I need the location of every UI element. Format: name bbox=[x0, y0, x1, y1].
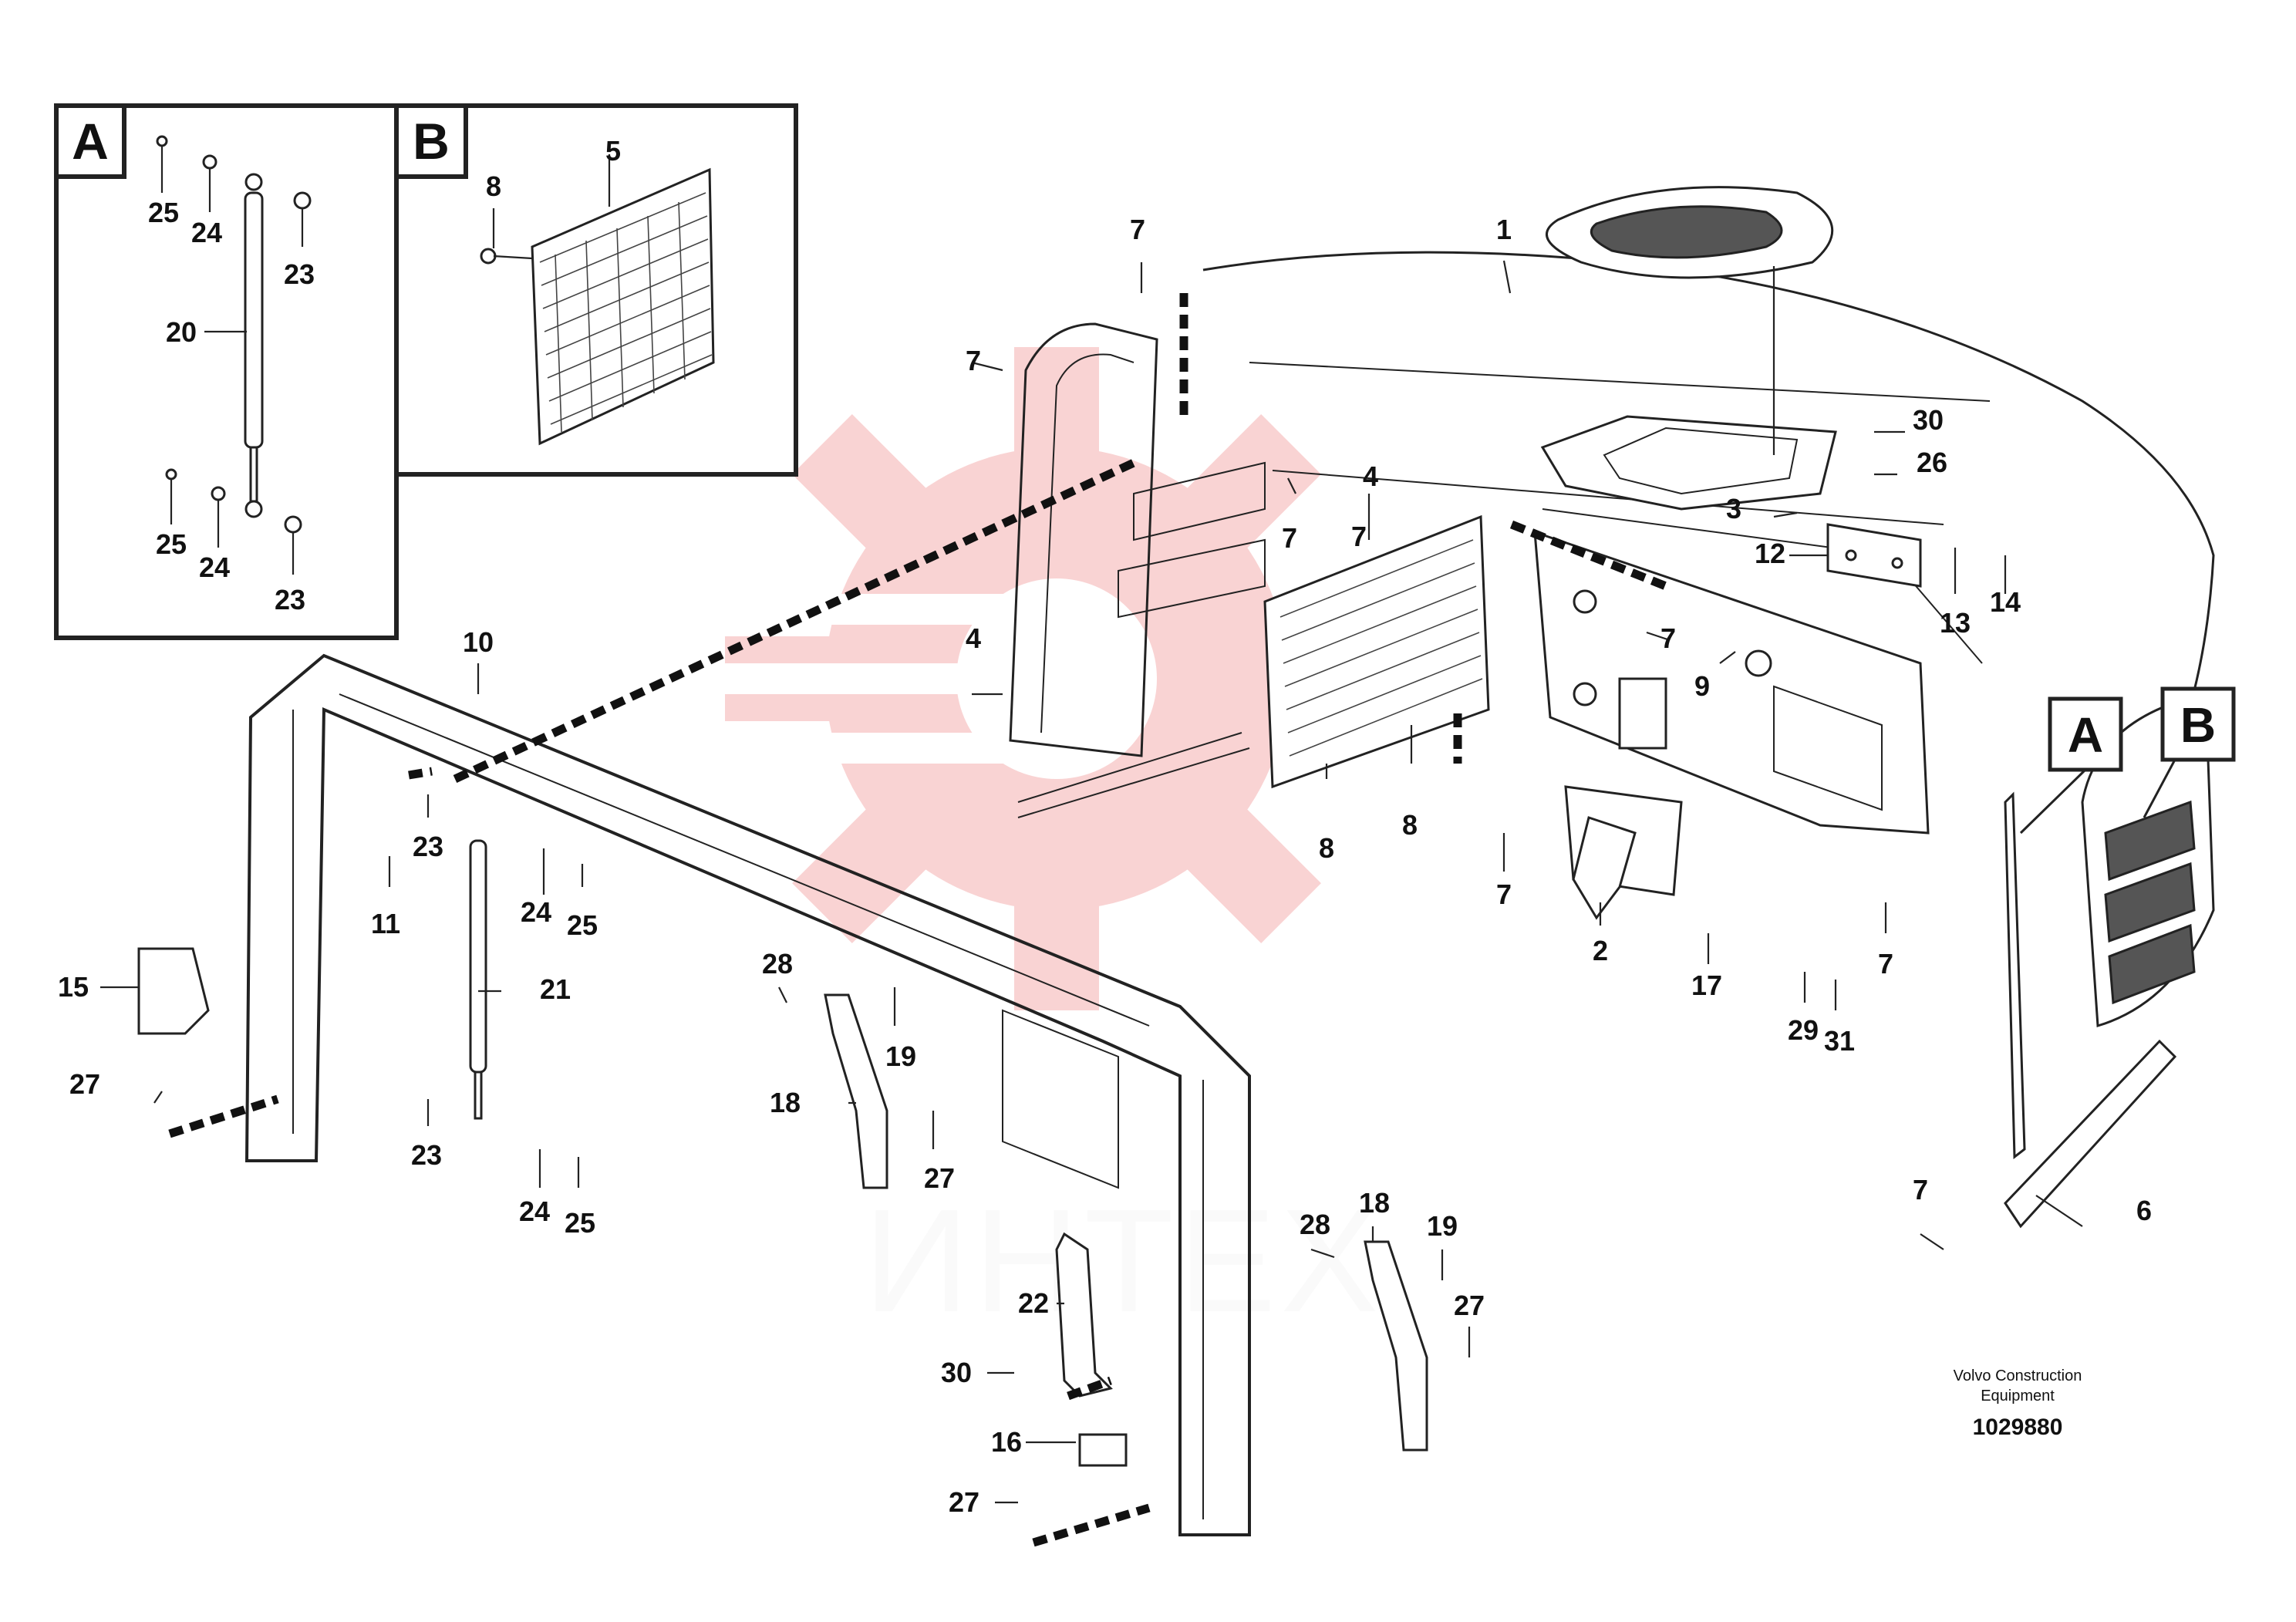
mesh-screen-5 bbox=[531, 167, 715, 446]
callout-24: 24 bbox=[521, 896, 551, 928]
callout-1: 1 bbox=[1496, 214, 1512, 245]
view-marker-a: A bbox=[2068, 707, 2103, 763]
callout-18: 18 bbox=[1359, 1187, 1390, 1219]
callouts: 1 7 7 7 4 4 7 30 26 3 12 13 14 7 9 8 8 7… bbox=[58, 214, 2152, 1518]
callout-30: 30 bbox=[941, 1357, 972, 1388]
callout-16: 16 bbox=[991, 1426, 1022, 1458]
view-markers: A B bbox=[2019, 686, 2236, 835]
callout-7: 7 bbox=[1351, 521, 1367, 552]
callout-15: 15 bbox=[58, 971, 89, 1003]
callout-24: 24 bbox=[519, 1195, 550, 1227]
callout-17: 17 bbox=[1691, 969, 1722, 1001]
callout-4: 4 bbox=[966, 622, 981, 654]
callout-a-25b: 25 bbox=[156, 528, 187, 560]
callout-a-24b: 24 bbox=[199, 551, 230, 583]
callout-7: 7 bbox=[1660, 622, 1676, 654]
detail-box-b: B 8 5 bbox=[394, 103, 798, 477]
callout-8: 8 bbox=[1402, 809, 1418, 841]
callout-a-24: 24 bbox=[191, 217, 222, 248]
callout-a-25: 25 bbox=[148, 197, 179, 228]
detail-letter-b: B bbox=[413, 113, 450, 170]
callout-7: 7 bbox=[1496, 878, 1512, 910]
callout-14: 14 bbox=[1990, 586, 2021, 618]
callout-9: 9 bbox=[1694, 670, 1710, 702]
callout-a-23: 23 bbox=[284, 258, 315, 290]
callout-18: 18 bbox=[770, 1087, 801, 1118]
callout-26: 26 bbox=[1917, 447, 1947, 478]
callout-21: 21 bbox=[540, 973, 571, 1005]
callout-28: 28 bbox=[762, 948, 793, 980]
callout-27: 27 bbox=[1454, 1290, 1485, 1321]
assembly-drawing bbox=[100, 186, 2215, 1547]
callout-25: 25 bbox=[567, 909, 598, 941]
callout-7: 7 bbox=[1913, 1174, 1928, 1206]
callout-27: 27 bbox=[949, 1486, 979, 1518]
callout-7: 7 bbox=[1878, 948, 1893, 980]
hood-1 bbox=[1202, 251, 2215, 788]
vent-grille bbox=[1545, 186, 1834, 279]
callout-12: 12 bbox=[1755, 538, 1785, 569]
callout-23: 23 bbox=[413, 831, 443, 862]
callout-29: 29 bbox=[1788, 1014, 1819, 1046]
callout-7: 7 bbox=[1282, 522, 1297, 554]
callout-6: 6 bbox=[2136, 1195, 2152, 1226]
callout-3: 3 bbox=[1726, 493, 1741, 524]
callout-30: 30 bbox=[1913, 404, 1944, 436]
callout-25: 25 bbox=[565, 1207, 595, 1239]
callout-11: 11 bbox=[371, 908, 400, 939]
callout-13: 13 bbox=[1940, 607, 1971, 639]
callout-7: 7 bbox=[1130, 214, 1145, 245]
frame-10 bbox=[244, 653, 1251, 1536]
callout-a-20: 20 bbox=[166, 316, 197, 348]
callout-2: 2 bbox=[1593, 935, 1608, 966]
callout-19: 19 bbox=[885, 1040, 916, 1072]
watermark-text: ИНТЕХ bbox=[864, 1179, 1383, 1343]
brand-line-2: Equipment bbox=[1981, 1388, 2055, 1404]
watermark: ИНТЕХ bbox=[686, 347, 1388, 1343]
callout-a-23b: 23 bbox=[275, 584, 305, 615]
callout-31: 31 bbox=[1824, 1025, 1855, 1057]
brand-line-1: Volvo Construction bbox=[1954, 1367, 2082, 1384]
callout-4: 4 bbox=[1363, 460, 1378, 492]
callout-27: 27 bbox=[924, 1162, 955, 1194]
callout-8: 8 bbox=[1319, 832, 1334, 864]
callout-b-5: 5 bbox=[605, 135, 621, 167]
callout-7: 7 bbox=[966, 345, 981, 376]
callout-28: 28 bbox=[1300, 1209, 1330, 1240]
callout-23: 23 bbox=[411, 1139, 442, 1171]
drawing-number: 1029880 bbox=[1973, 1415, 2063, 1440]
detail-box-a: A 25 24 23 20 25 24 23 bbox=[54, 103, 399, 640]
callout-27: 27 bbox=[69, 1068, 100, 1100]
detail-letter-a: A bbox=[72, 113, 109, 170]
mesh-screen-4 bbox=[1263, 514, 1490, 789]
callout-19: 19 bbox=[1427, 1210, 1458, 1242]
title-block: Volvo Construction Equipment 1029880 bbox=[1954, 1367, 2082, 1440]
gear-logo-icon bbox=[686, 347, 1388, 1010]
callout-b-8: 8 bbox=[486, 170, 501, 202]
callout-10: 10 bbox=[463, 626, 494, 658]
callout-22: 22 bbox=[1018, 1287, 1049, 1319]
view-marker-b: B bbox=[2180, 697, 2216, 753]
